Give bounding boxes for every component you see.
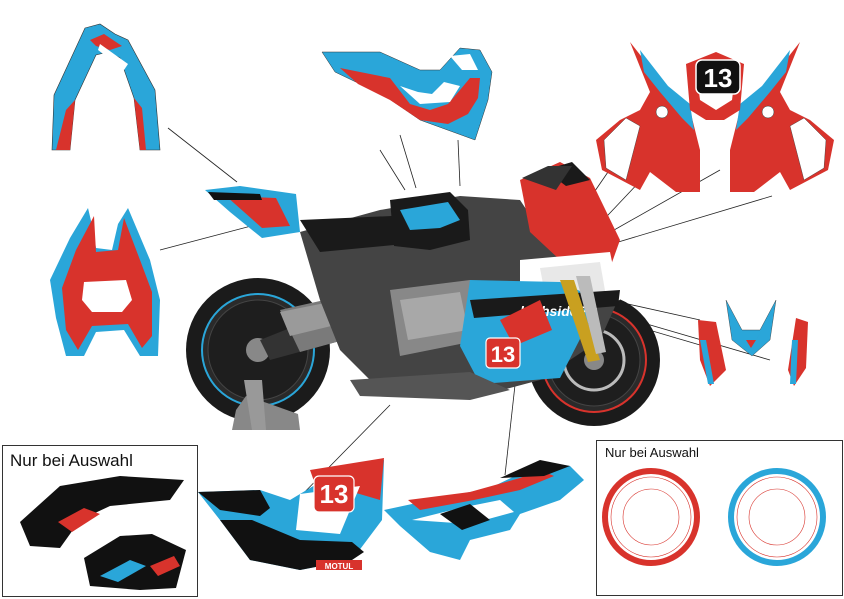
optional-label: Nur bei Auswahl	[605, 445, 699, 460]
optional-tank-pad-box: Nur bei Auswahl	[2, 445, 198, 597]
seat-cowl-decal	[321, 47, 493, 141]
front-fairing-number-plate: 13	[695, 59, 741, 95]
bike-race-number: 13	[491, 342, 515, 367]
front-fairing-decal	[596, 42, 834, 192]
belly-pan-decal: 13 MOTUL	[198, 458, 384, 571]
tail-side-decal	[51, 23, 161, 151]
belly-pan-race-number: 13	[320, 479, 349, 509]
side-fairing-decal	[384, 460, 584, 560]
optional-label: Nur bei Auswahl	[10, 451, 133, 470]
front-race-number: 13	[704, 63, 733, 93]
optional-rim-stripe-box: Nur bei Auswahl	[596, 440, 843, 596]
tail-top-decal	[50, 208, 160, 356]
oil-brand-decal: MOTUL	[325, 562, 354, 571]
motorcycle: highsidePR 13	[186, 162, 660, 430]
small-side-decals	[698, 299, 808, 386]
